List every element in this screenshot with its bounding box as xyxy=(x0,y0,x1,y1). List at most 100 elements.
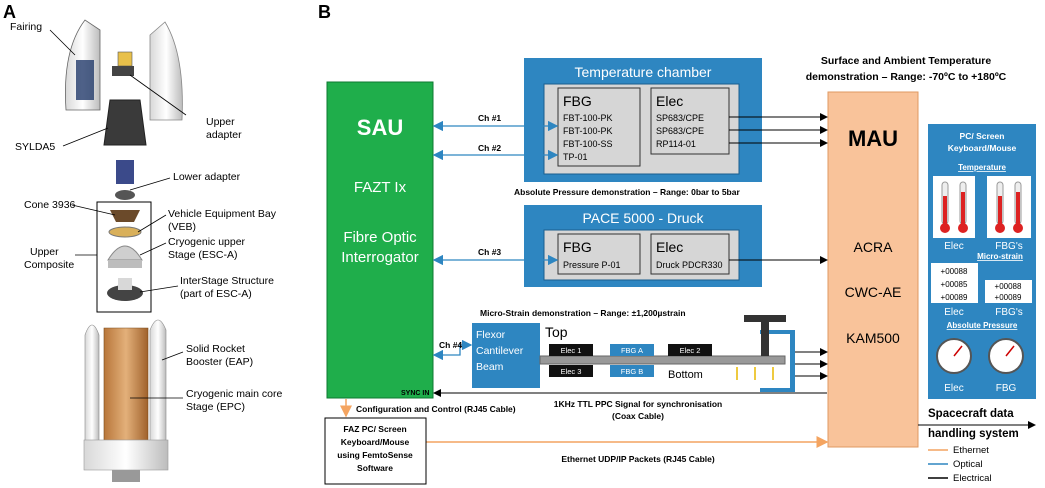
temp-elec-box xyxy=(650,87,730,155)
flexor-beam-box xyxy=(472,323,540,388)
panel-b-letter: B xyxy=(318,2,331,22)
mau-line2: CWC-AE xyxy=(845,284,902,300)
pressure-demo-label: Absolute Pressure demonstration – Range:… xyxy=(514,187,740,197)
mau-line3: KAM500 xyxy=(846,330,900,346)
pace-fbg-title: FBG xyxy=(563,239,592,255)
temp-demo-line1: Surface and Ambient Temperature xyxy=(821,55,992,67)
temp-fbg-title: FBG xyxy=(563,93,592,109)
temp-elec-title: Elec xyxy=(656,93,683,109)
label-upper-composite-2: Composite xyxy=(24,259,74,271)
faz-pc-box xyxy=(324,417,427,485)
pc-title-2: Keyboard/Mouse xyxy=(948,143,1017,153)
spacecraft-line2: handling system xyxy=(928,428,1019,440)
upper-composite-box xyxy=(96,201,152,313)
ch1-label: Ch #1 xyxy=(478,113,501,123)
pc-strain-elec: Elec xyxy=(944,307,963,318)
strain-readout-right-1: +00089 xyxy=(995,293,1022,302)
strain-readouts xyxy=(931,263,1032,303)
pc-temp-fbgs: FBG's xyxy=(995,241,1022,252)
mau-title: MAU xyxy=(848,126,898,151)
faz-pc-line3: using FemtoSense xyxy=(337,450,413,460)
label-epc-1: Cryogenic main core xyxy=(186,388,282,400)
temp-fbg-item-3: TP-01 xyxy=(563,152,588,162)
temp-fbg-item-1: FBT-100-PK xyxy=(563,126,613,136)
pace-fbg-item: Pressure P-01 xyxy=(563,260,621,270)
temp-elec-item-0: SP683/CPE xyxy=(656,113,704,123)
pc-title-1: PC/ Screen xyxy=(960,131,1005,141)
panel-b: B SAU FAZT Ix Fibre Optic Interrogator S… xyxy=(318,2,1036,485)
beam-line2: Cantilever xyxy=(476,345,524,357)
label-srb-2: Booster (EAP) xyxy=(186,356,253,368)
pc-temperature-heading: Temperature xyxy=(958,163,1006,172)
panel-a-leader-lines xyxy=(49,29,187,399)
beam-line3: Beam xyxy=(476,361,504,373)
sau-sync-label: SYNC IN xyxy=(401,390,429,397)
pace-title: PACE 5000 - Druck xyxy=(582,210,704,226)
thermometer-icons xyxy=(933,176,1031,238)
temp-fbg-item-0: FBT-100-PK xyxy=(563,113,613,123)
label-veb-2: (VEB) xyxy=(168,221,196,233)
pc-pressure-fbg: FBG xyxy=(996,383,1017,394)
gauge-elec1: Elec 1 xyxy=(561,346,582,355)
ethernet-links xyxy=(340,399,829,448)
panel-a: A xyxy=(3,2,282,482)
pace-fbg-box xyxy=(557,233,641,275)
optical-links xyxy=(432,120,559,361)
strain-readout-right-0: +00088 xyxy=(995,282,1022,291)
label-sylda: SYLDA5 xyxy=(15,141,55,153)
pc-strain-fbgs: FBG's xyxy=(995,307,1022,318)
electrical-links xyxy=(433,113,1036,429)
cantilever-beam-illustration xyxy=(539,315,795,392)
pc-abs-pressure-heading: Absolute Pressure xyxy=(947,321,1018,330)
gauge-elec2: Elec 2 xyxy=(680,346,701,355)
gauge-fbgb: FBG B xyxy=(621,367,644,376)
label-upper-adapter-2: adapter xyxy=(206,129,242,141)
adapter-stack xyxy=(116,160,134,184)
label-cone: Cone 3936 xyxy=(24,199,76,211)
label-upper-composite-1: Upper xyxy=(30,246,59,258)
label-esc-2: Stage (ESC-A) xyxy=(168,249,237,261)
label-srb-1: Solid Rocket xyxy=(186,343,245,355)
pace-elec-title: Elec xyxy=(656,239,683,255)
panel-a-letter: A xyxy=(3,2,16,22)
legend xyxy=(928,449,948,479)
ethernet-label: Ethernet UDP/IP Packets (RJ45 Cable) xyxy=(561,454,715,464)
sylda-illustration xyxy=(103,99,147,146)
temp-elec-item-2: RP114-01 xyxy=(656,139,696,149)
strain-readout-left-1: +00085 xyxy=(941,280,968,289)
sau-line2: Fibre Optic xyxy=(343,229,417,246)
strain-demo-label: Micro-Strain demonstration – Range: ±1,2… xyxy=(480,308,686,318)
label-lower-adapter: Lower adapter xyxy=(173,171,241,183)
mau-box xyxy=(827,91,919,448)
temp-fbg-box xyxy=(557,87,641,167)
legend-optical: Optical xyxy=(953,459,983,470)
label-iss-2: (part of ESC-A) xyxy=(180,288,252,300)
label-fairing: Fairing xyxy=(10,21,42,33)
faz-pc-line1: FAZ PC/ Screen xyxy=(343,424,406,434)
ch4-label: Ch #4 xyxy=(439,340,462,350)
label-esc-1: Cryogenic upper xyxy=(168,236,246,248)
satellite-icon xyxy=(112,51,134,76)
temp-fbg-item-2: FBT-100-SS xyxy=(563,139,613,149)
pc-pressure-elec: Elec xyxy=(944,383,963,394)
sau-title: SAU xyxy=(357,115,403,140)
sau-line3: Interrogator xyxy=(341,249,419,266)
faz-pc-line2: Keyboard/Mouse xyxy=(341,437,410,447)
label-epc-2: Stage (EPC) xyxy=(186,401,245,413)
pressure-gauge-icons xyxy=(936,338,1024,374)
beam-top-label: Top xyxy=(545,324,568,340)
beam-bottom-label: Bottom xyxy=(668,369,703,381)
temp-demo-line2: demonstration – Range: -70ºC to +180ºC xyxy=(806,71,1007,83)
sau-line1: FAZT Ix xyxy=(354,179,407,196)
strain-readout-left-0: +00088 xyxy=(941,267,968,276)
pace-elec-item: Druck PDCR330 xyxy=(656,260,723,270)
pace-elec-box xyxy=(650,233,730,275)
legend-electrical: Electrical xyxy=(953,473,992,484)
label-veb-1: Vehicle Equipment Bay xyxy=(168,208,277,220)
pps-label-2: (Coax Cable) xyxy=(612,411,664,421)
temperature-chamber-title: Temperature chamber xyxy=(575,64,712,80)
spacecraft-line1: Spacecraft data xyxy=(928,408,1014,420)
pc-temp-elec: Elec xyxy=(944,241,963,252)
label-iss-1: InterStage Structure xyxy=(180,275,274,287)
